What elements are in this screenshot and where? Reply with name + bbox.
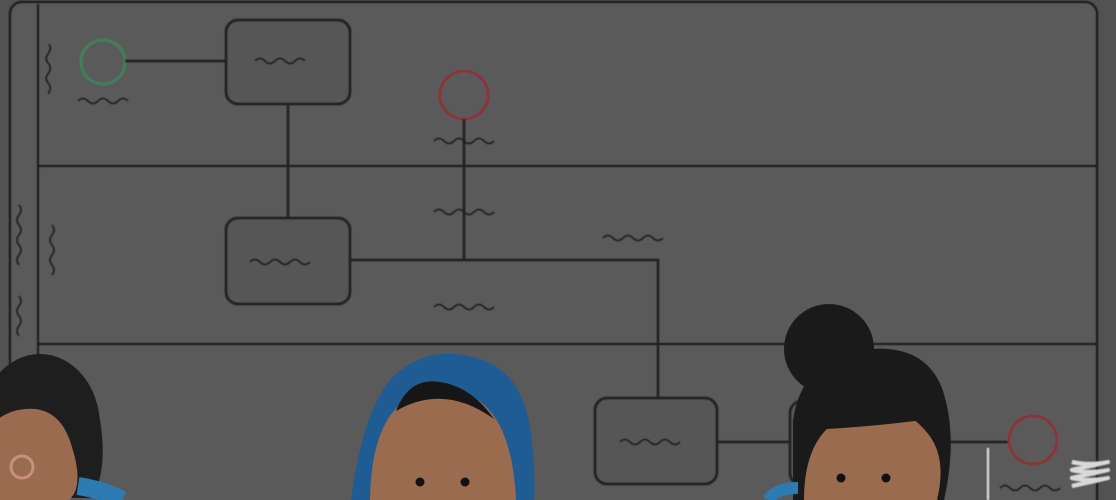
face (370, 388, 516, 500)
eye (881, 473, 891, 483)
lane-label-scribble (16, 295, 22, 337)
task-label-scribble (254, 57, 306, 65)
sequence-flow (350, 258, 660, 398)
eye (460, 477, 470, 487)
flow-label-scribble (433, 208, 495, 216)
flow-label-scribble (433, 303, 495, 311)
ear (9, 454, 35, 480)
lane-label-scribble (49, 224, 55, 276)
hair (396, 381, 494, 419)
shirt (76, 477, 127, 500)
person-right (763, 304, 951, 500)
flow-label-scribble (602, 234, 664, 242)
lane-label-scribble (16, 204, 22, 266)
person-center (351, 353, 535, 500)
hair-fringe (803, 365, 938, 430)
eye (836, 473, 846, 483)
task-box (224, 216, 352, 306)
eye (415, 477, 425, 487)
event-label-scribble (77, 97, 129, 105)
task-box (593, 396, 719, 486)
task-label-scribble (249, 258, 311, 266)
person-left (0, 354, 127, 500)
lane-label-scribble (45, 43, 52, 95)
end-event-circle (1007, 414, 1059, 466)
white-scribble-mark (1070, 460, 1110, 488)
event-label-scribble (999, 484, 1061, 492)
task-label-scribble (619, 438, 681, 446)
shirt (763, 482, 799, 500)
